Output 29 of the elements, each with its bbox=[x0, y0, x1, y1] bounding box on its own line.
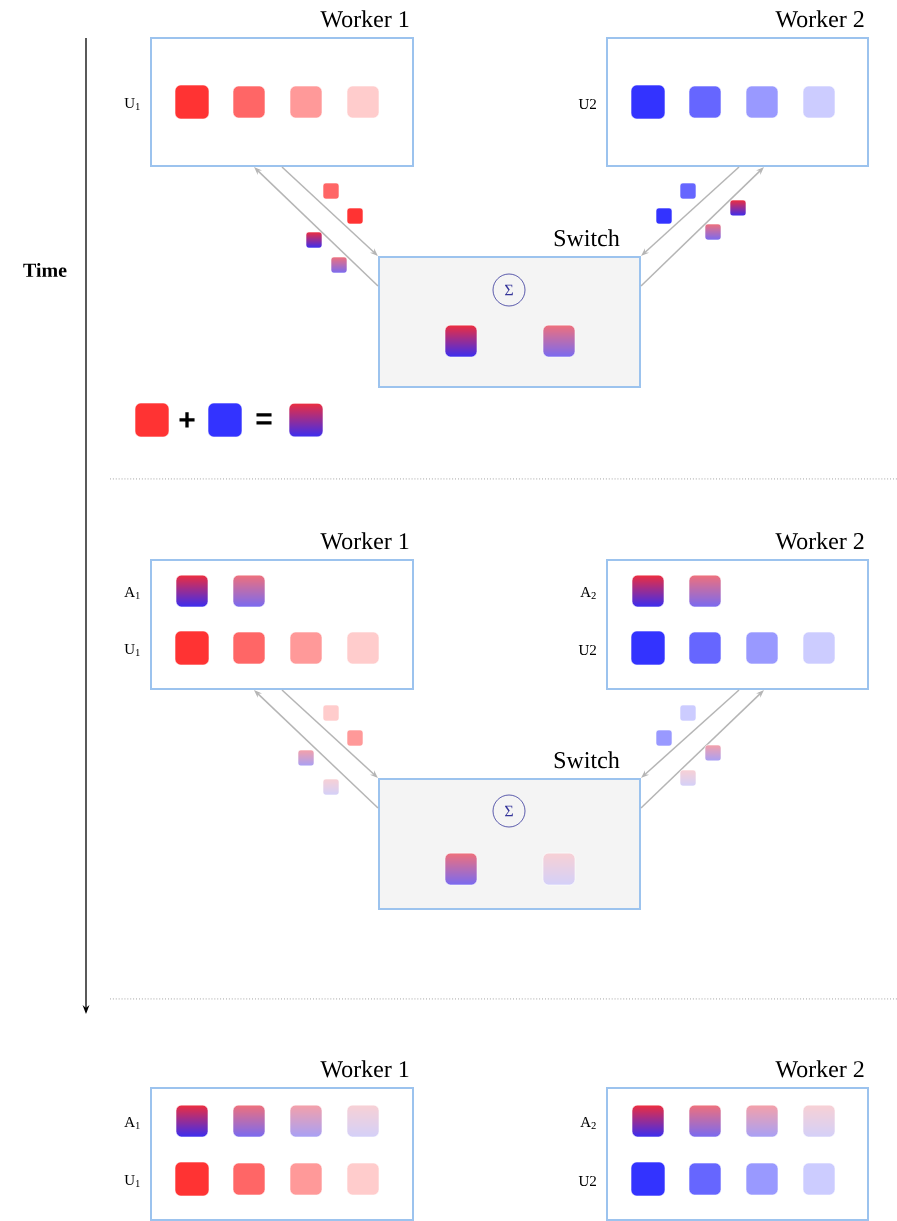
box-heading: Worker 1 bbox=[320, 10, 409, 28]
row-label: U$_{1}$ bbox=[124, 1175, 140, 1187]
equals-sign: = bbox=[256, 413, 272, 425]
box-heading: Switch bbox=[554, 751, 620, 769]
row-label: U$_{1}$ bbox=[124, 644, 140, 656]
row-label: A$_{2}$ bbox=[580, 1117, 596, 1130]
box-heading: Worker 1 bbox=[320, 1060, 409, 1078]
arrow bbox=[641, 166, 740, 256]
row-label: U2 bbox=[578, 98, 596, 110]
row-label: A$_{2}$ bbox=[580, 587, 596, 600]
row-label: A$_{1}$ bbox=[124, 1117, 140, 1130]
arrow bbox=[254, 167, 379, 287]
plus-sign: + bbox=[179, 412, 195, 428]
box-heading: Worker 1 bbox=[320, 532, 409, 550]
box-heading: Worker 2 bbox=[775, 532, 864, 550]
axis-label: Time bbox=[23, 262, 67, 278]
arrow bbox=[640, 690, 764, 809]
arrow bbox=[254, 690, 379, 809]
row-label: U$_{1}$ bbox=[124, 98, 140, 110]
arrow bbox=[640, 167, 764, 287]
row-label: U2 bbox=[578, 644, 596, 656]
arrow bbox=[641, 689, 740, 778]
box-heading: Switch bbox=[554, 229, 620, 247]
row-label: U2 bbox=[578, 1176, 596, 1187]
arrow bbox=[281, 689, 378, 778]
row-label: A$_{1}$ bbox=[124, 587, 140, 600]
arrow bbox=[281, 166, 378, 256]
box-heading: Worker 2 bbox=[775, 10, 864, 28]
box-heading: Worker 2 bbox=[775, 1060, 864, 1078]
